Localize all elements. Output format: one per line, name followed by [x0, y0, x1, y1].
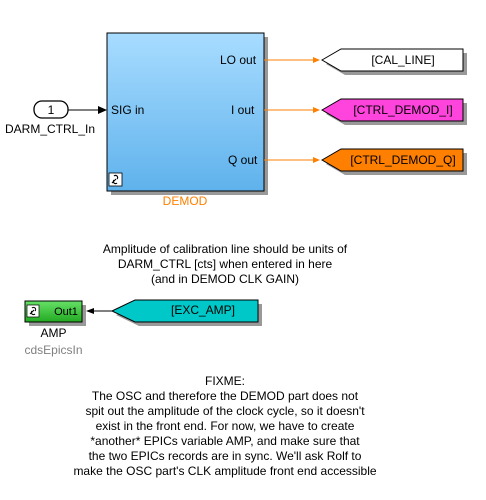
arrowhead-sig-in	[98, 106, 107, 114]
goto-ctrl-demod-q-tag: [CTRL_DEMOD_Q]	[350, 153, 455, 167]
inport-number: 1	[48, 103, 55, 117]
amp-block-name: AMP	[40, 326, 67, 340]
demod-block[interactable]	[106, 32, 265, 192]
demod-port-q-out: Q out	[228, 153, 258, 167]
note-line: exist in the front end. For now, we have…	[95, 419, 355, 433]
annotation-fixme: FIXME: The OSC and therefore the DEMOD p…	[15, 374, 435, 479]
note-line: The OSC and therefore the DEMOD part doe…	[91, 389, 359, 403]
demod-port-i-out: I out	[231, 103, 255, 117]
note-line: FIXME:	[204, 374, 245, 388]
note-line: (and in DEMOD CLK GAIN)	[150, 272, 300, 286]
goto-cal-line-tag: [CAL_LINE]	[371, 53, 434, 67]
note-line: the two EPICs records are in sync. We'll…	[88, 449, 362, 463]
note-line: Amplitude of calibration line should be …	[102, 242, 348, 256]
demod-port-sig-in: SIG in	[111, 103, 145, 117]
from-exc-amp[interactable]	[110, 299, 259, 323]
annotation-calibration-units: Amplitude of calibration line should be …	[30, 242, 420, 287]
arrowhead-i	[313, 107, 320, 113]
goto-ctrl-demod-i[interactable]	[321, 98, 464, 122]
amp-link-icon	[26, 304, 40, 318]
arrowhead-q	[313, 157, 320, 163]
demod-block-name: DEMOD	[162, 194, 208, 208]
amp-port-label: Out1	[54, 306, 78, 318]
note-line: DARM_CTRL [cts] when entered in here	[117, 257, 333, 271]
arrowhead-lo	[313, 57, 320, 63]
note-line: make the OSC part's CLK amplitude front …	[73, 464, 377, 478]
goto-cal-line[interactable]	[321, 48, 464, 72]
note-line: spit out the amplitude of the clock cycl…	[85, 404, 365, 418]
library-link-icon	[108, 172, 123, 187]
goto-ctrl-demod-q[interactable]	[321, 148, 464, 172]
goto-ctrl-demod-i-tag: [CTRL_DEMOD_I]	[353, 103, 452, 117]
arrowhead-amp	[86, 308, 94, 314]
inport-name: DARM_CTRL_In	[5, 122, 96, 136]
amp-block-type: cdsEpicsIn	[24, 343, 83, 357]
demod-port-lo-out: LO out	[220, 53, 257, 67]
from-exc-amp-tag: [EXC_AMP]	[171, 303, 235, 317]
note-line: *another* EPICs variable AMP, and make s…	[90, 434, 360, 448]
